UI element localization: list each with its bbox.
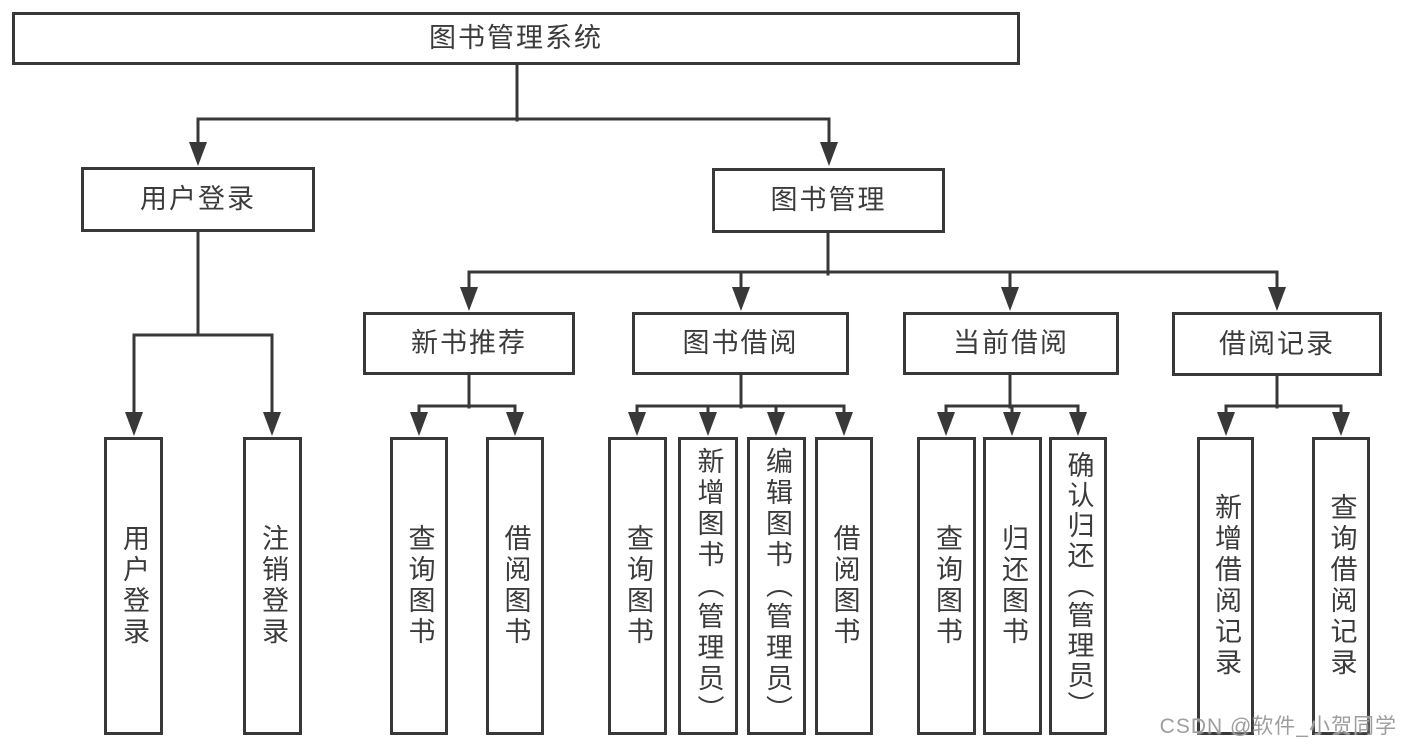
leaf-label: 查询借阅记录: [1326, 493, 1357, 679]
leaf-query-books-current: 查询图书: [917, 437, 976, 735]
arrow-down-icon: [189, 142, 207, 166]
arrow-down-icon: [263, 412, 281, 436]
arrow-down-icon: [460, 287, 478, 311]
leaf-label: 编辑图书（管理员）: [762, 446, 792, 726]
arrow-down-icon: [1069, 412, 1087, 436]
arrow-down-icon: [1003, 412, 1021, 436]
leaf-label: 查询图书: [932, 524, 962, 648]
leaf-label: 新增借阅记录: [1211, 493, 1241, 679]
arrowhead-icons: [125, 142, 1350, 436]
arrow-down-icon: [835, 412, 853, 436]
leaf-logout: 注销登录: [243, 437, 302, 735]
leaf-edit-books-admin: 编辑图书（管理员）: [747, 437, 806, 735]
leaf-borrow-books-recommend: 借阅图书: [486, 437, 544, 735]
arrow-down-icon: [410, 412, 428, 436]
leaf-query-books-recommend: 查询图书: [390, 437, 448, 735]
leaf-add-books-admin: 新增图书（管理员）: [678, 437, 738, 735]
leaf-user-login: 用户登录: [104, 437, 163, 735]
arrow-down-icon: [1268, 287, 1286, 311]
node-library-management-system: 图书管理系统: [12, 12, 1020, 65]
leaf-label: 查询图书: [404, 524, 435, 648]
leaf-label: 借阅图书: [500, 524, 531, 648]
node-current-borrowing: 当前借阅: [903, 312, 1119, 375]
leaf-label: 查询图书: [623, 524, 653, 648]
arrow-down-icon: [1217, 412, 1235, 436]
leaf-confirm-return-admin: 确认归还（管理员）: [1049, 437, 1107, 735]
arrow-down-icon: [1332, 412, 1350, 436]
leaf-query-borrow-record: 查询借阅记录: [1312, 437, 1370, 735]
arrow-down-icon: [699, 412, 717, 436]
leaf-label: 新增图书（管理员）: [693, 446, 724, 726]
leaf-label: 注销登录: [258, 524, 288, 648]
arrow-down-icon: [125, 412, 143, 436]
leaf-label: 归还图书: [998, 524, 1028, 648]
leaf-label: 借阅图书: [829, 524, 860, 648]
node-book-borrowing: 图书借阅: [632, 312, 849, 375]
node-new-book-recommendation: 新书推荐: [363, 312, 575, 375]
arrow-down-icon: [937, 412, 955, 436]
node-book-management: 图书管理: [712, 168, 945, 233]
arrow-down-icon: [1001, 287, 1019, 311]
node-user-login: 用户登录: [81, 167, 315, 232]
leaf-return-books: 归还图书: [983, 437, 1042, 735]
watermark: CSDN @软件_小贺同学: [1159, 715, 1397, 738]
connector-path: [132, 62, 1343, 419]
arrow-down-icon: [506, 412, 524, 436]
node-borrowing-records: 借阅记录: [1172, 312, 1382, 376]
arrow-down-icon: [628, 412, 646, 436]
arrow-down-icon: [767, 412, 785, 436]
arrow-down-icon: [820, 142, 838, 166]
leaf-add-borrow-record: 新增借阅记录: [1197, 437, 1254, 735]
leaf-label: 确认归还（管理员）: [1063, 451, 1094, 721]
arrow-down-icon: [732, 287, 750, 311]
leaf-borrow-books: 借阅图书: [815, 437, 873, 735]
leaf-query-books-borrowing: 查询图书: [608, 437, 667, 735]
leaf-label: 用户登录: [119, 524, 149, 648]
